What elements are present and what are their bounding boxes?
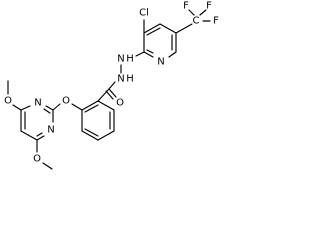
bond-carbonyl-o (108, 88, 117, 98)
bond-benzene-3 (97, 130, 115, 141)
bond-pyridine-6 (143, 23, 161, 34)
bond-benzene-6-inner (84, 104, 99, 113)
bond-pyrimidine-2 (20, 105, 31, 111)
bond-benzene-o (71, 103, 83, 111)
bond-benzene-6 (81, 100, 99, 111)
cf3-carbon-atom: C (193, 16, 200, 27)
pyrimidine-nitrogen-bottom: N (47, 125, 54, 136)
ether-oxygen-atom: O (62, 96, 70, 107)
bond-pyridine-nh (135, 51, 145, 57)
methoxy-oxygen-1: O (4, 96, 12, 107)
hydrazine-nitrogen-1: N (117, 54, 124, 65)
fluorine-atom-top-right: F (206, 1, 212, 12)
carbonyl-oxygen-atom: O (116, 98, 124, 109)
bond-pyrimidine-1-inner (43, 108, 51, 114)
bond-c-f-top-right (199, 9, 207, 16)
pyridine-nitrogen-atom: N (157, 57, 164, 68)
bond-o-methyl-2 (42, 162, 53, 170)
bond-benzene-4 (81, 130, 99, 141)
bond-pyridine-4 (143, 51, 154, 58)
bond-pyrimidine-1 (45, 105, 54, 111)
bond-o-pyrimidine (52, 103, 61, 111)
bond-benzene-1 (97, 100, 115, 111)
fluorine-atom-right: F (213, 16, 219, 27)
bond-pyrimidine-5-inner (36, 132, 43, 137)
bond-c-f-top-left (188, 9, 195, 16)
bond-nh-carbonyl (108, 81, 116, 90)
bond-pyrimidine-5 (36, 135, 45, 141)
bond-carbonyl-benzene (97, 88, 110, 102)
pyridine-ring (143, 23, 177, 58)
hydrazine-nitrogen-2: N (117, 74, 124, 85)
hydrazine-hydrogen-2: H (126, 74, 134, 85)
bond-pyrimidine-4 (20, 130, 38, 141)
molecule-drawing: Cl C F F F N N H N H O O (4, 1, 219, 170)
pyrimidine-nitrogen-top: N (34, 98, 41, 109)
bond-pyridine-1 (159, 23, 177, 34)
chlorine-atom: Cl (139, 8, 149, 19)
methoxy-oxygen-2: O (33, 154, 41, 165)
bond-benzene-4-inner (84, 128, 99, 137)
structure-canvas: Cl C F F F N N H N H O O (4, 1, 219, 170)
bond-ring-cf3 (175, 23, 193, 34)
benzene-ring (81, 100, 115, 141)
bond-pyridine-6-inner (146, 27, 161, 36)
bond-pyrimidine-ome-1 (12, 104, 22, 111)
hydrazine-hydrogen-1: H (126, 54, 134, 65)
pyrimidine-ring (20, 105, 54, 141)
bond-carbonyl-o-double (105, 90, 114, 100)
fluorine-atom-top-left: F (183, 1, 189, 12)
bond-pyridine-4-inner (146, 49, 154, 54)
bond-pyridine-3 (168, 51, 177, 58)
